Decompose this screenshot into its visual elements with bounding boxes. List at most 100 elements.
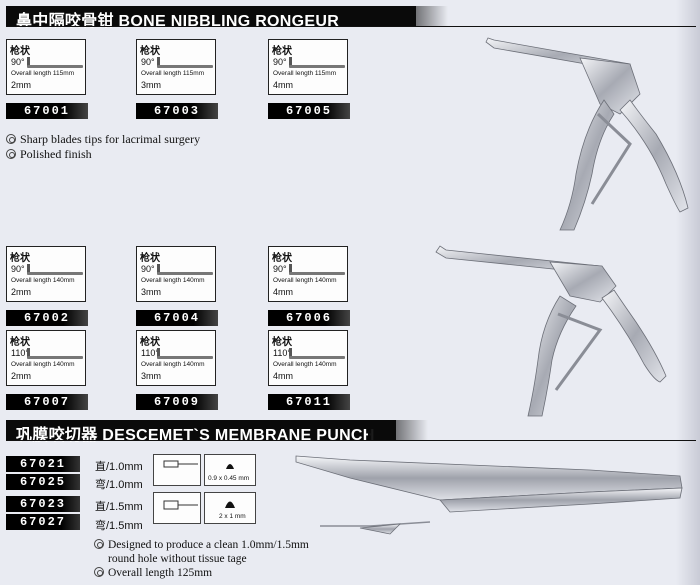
overall-length: Overall length 140mm [141,361,205,368]
punch-tip-diagram [153,492,201,524]
section-title: 巩膜咬切器 DESCEMET`S MEMBRANE PUNCH [16,427,375,444]
product-code: 67023 [6,496,80,512]
product-code: 67006 [268,310,350,326]
product-code: 67001 [6,103,88,119]
note-item: Designed to produce a clean 1.0mm/1.5mm [94,538,309,552]
overall-length: Overall length 115mm [141,70,205,77]
tip-shaft-icon [27,272,83,275]
product-code: 67027 [6,514,80,530]
size-label: 4mm [273,80,293,90]
bullet-icon [94,567,104,577]
shape-label: 枪状 [10,253,30,264]
angle-label: 110° [273,348,291,358]
note-item: round hole without tissue tage [94,552,309,566]
product-code: 67007 [6,394,88,410]
overall-length: Overall length 140mm [11,361,75,368]
angle-label: 90° [273,264,287,274]
size-label: 4mm [273,287,293,297]
tip-hook-icon [157,348,160,358]
tip-hook-icon [157,264,160,274]
angle-label: 90° [11,57,25,67]
angle-label: 90° [141,57,155,67]
variant-label: 直/1.5mm [95,501,143,513]
hole-shape-icon [226,464,234,469]
tip-hook-icon [289,348,292,358]
angle-label: 90° [273,57,287,67]
rongeur-image-140mm [435,245,667,417]
feature-text: Polished finish [20,147,92,161]
punch-tip-icon [163,500,198,510]
tip-shaft-icon [27,356,83,359]
product-code: 67021 [6,456,80,472]
angle-label: 110° [141,348,159,358]
product-code: 67004 [136,310,218,326]
shape-label: 枪状 [10,46,30,57]
tip-shaft-icon [27,65,83,68]
tip-hook-icon [27,348,30,358]
tip-hook-icon [289,57,292,67]
size-label: 2mm [11,80,31,90]
overall-length: Overall length 115mm [273,70,337,77]
product-code: 67011 [268,394,350,410]
product-card: 枪状 90° Overall length 140mm 3mm [136,246,216,302]
punch-notes: Designed to produce a clean 1.0mm/1.5mm … [94,538,309,580]
product-card: 枪状 90° Overall length 115mm 3mm [136,39,216,95]
section-title: 鼻中隔咬骨钳 BONE NIBBLING RONGEUR [16,13,340,30]
variant-label: 弯/1.0mm [95,479,143,491]
product-code: 67005 [268,103,350,119]
overall-length: Overall length 140mm [141,277,205,284]
tip-shaft-icon [157,65,213,68]
tip-shaft-icon [157,356,213,359]
product-card: 枪状 110° Overall length 140mm 2mm [6,330,86,386]
product-code: 67025 [6,474,80,490]
overall-length: Overall length 115mm [11,70,75,77]
feature-item: Polished finish [6,147,200,162]
shape-label: 枪状 [272,337,292,348]
bullet-icon [6,134,16,144]
size-label: 2mm [11,287,31,297]
size-label: 3mm [141,287,161,297]
angle-label: 90° [11,264,25,274]
product-code: 67003 [136,103,218,119]
shape-label: 枪状 [272,253,292,264]
size-label: 4mm [273,371,293,381]
tip-shaft-icon [157,272,213,275]
tip-hook-icon [27,264,30,274]
note-text: Overall length 125mm [108,567,213,579]
variant-label: 弯/1.5mm [95,520,143,532]
section-divider [6,440,696,441]
section-title-bar: 巩膜咬切器 DESCEMET`S MEMBRANE PUNCH [6,420,428,444]
shape-label: 枪状 [10,337,30,348]
hole-shape-icon [225,501,235,508]
tip-hook-icon [289,264,292,274]
angle-label: 90° [141,264,155,274]
size-label: 3mm [141,371,161,381]
bullet-icon [6,149,16,159]
product-card: 枪状 110° Overall length 140mm 4mm [268,330,348,386]
hole-size-label: 2 x 1 mm [219,513,246,520]
overall-length: Overall length 140mm [273,361,337,368]
section-divider [6,26,696,27]
note-text: round hole without tissue tage [108,553,247,565]
angle-label: 110° [11,348,29,358]
size-label: 3mm [141,80,161,90]
product-card: 枪状 90° Overall length 140mm 4mm [268,246,348,302]
hole-diagram: 2 x 1 mm [204,492,256,524]
rongeur-image-115mm [485,37,689,231]
tip-shaft-icon [289,272,345,275]
product-code: 67009 [136,394,218,410]
tip-hook-icon [27,57,30,67]
tip-hook-icon [157,57,160,67]
punch-tip-icon [163,460,198,468]
shape-label: 枪状 [140,253,160,264]
hole-diagram: 0.9 x 0.45 mm [204,454,256,486]
hole-size-label: 0.9 x 0.45 mm [208,475,250,482]
feature-item: Sharp blades tips for lacrimal surgery [6,132,200,147]
tip-shaft-icon [289,356,345,359]
shape-label: 枪状 [140,46,160,57]
membrane-punch-image [295,455,683,535]
note-text: Designed to produce a clean 1.0mm/1.5mm [108,539,309,551]
feature-text: Sharp blades tips for lacrimal surgery [20,132,201,146]
section-title-bar: 鼻中隔咬骨钳 BONE NIBBLING RONGEUR [6,6,448,30]
overall-length: Overall length 140mm [11,277,75,284]
